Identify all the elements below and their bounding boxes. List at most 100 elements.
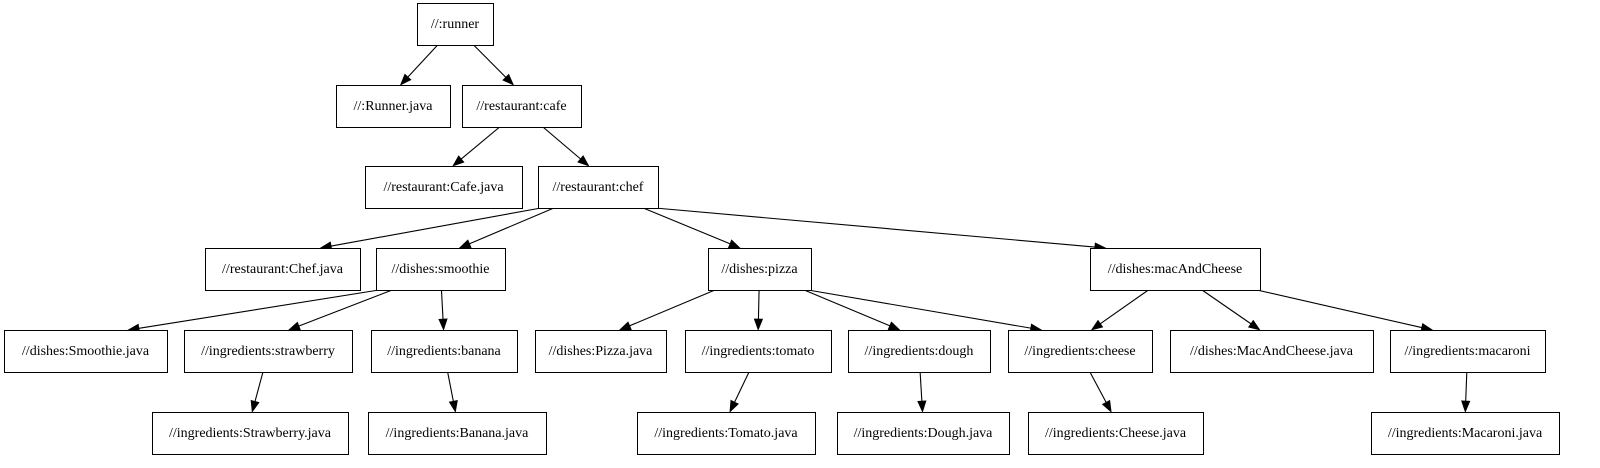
graph-edge (447, 371, 458, 413)
edge-line (407, 44, 439, 78)
graph-node[interactable]: //dishes:MacAndCheese.java (1170, 330, 1374, 373)
edge-line (1100, 289, 1149, 325)
edge-line (469, 207, 555, 245)
edge-line (254, 371, 264, 402)
node-label: //ingredients:strawberry (201, 344, 335, 359)
node-label: //ingredients:macaroni (1405, 344, 1531, 359)
graph-node[interactable]: //ingredients:dough (848, 330, 991, 373)
graph-node[interactable]: //ingredients:cheese (1008, 330, 1153, 373)
graph-node[interactable]: //restaurant:cafe (462, 85, 582, 128)
node-box (848, 330, 991, 373)
node-box (1390, 330, 1546, 373)
graph-node[interactable]: //restaurant:Chef.java (205, 248, 361, 291)
edge-arrowhead (399, 73, 412, 86)
node-box (205, 248, 361, 291)
graph-node[interactable]: //dishes:macAndCheese (1090, 248, 1261, 291)
edge-line (919, 371, 923, 402)
graph-node[interactable]: //dishes:Pizza.java (535, 330, 667, 373)
graph-edge (729, 371, 750, 413)
node-label: //restaurant:cafe (476, 99, 566, 114)
edge-line (643, 207, 731, 245)
edge-line (298, 289, 393, 327)
graph-edge (250, 371, 264, 413)
edge-arrowhead (1101, 399, 1112, 413)
node-box (462, 85, 582, 128)
node-box (184, 330, 353, 373)
graph-node[interactable]: //dishes:pizza (708, 248, 812, 291)
node-label: //dishes:Smoothie.java (22, 344, 150, 359)
node-box (1090, 248, 1261, 291)
edge-line (1089, 371, 1107, 403)
edge-line (1256, 289, 1422, 329)
edge-arrowhead (448, 400, 458, 413)
edge-arrowhead (287, 321, 301, 331)
edge-line (1465, 371, 1468, 402)
graph-node[interactable]: //ingredients:Dough.java (837, 412, 1010, 455)
node-label: //dishes:MacAndCheese.java (1190, 344, 1354, 359)
graph-node[interactable]: //dishes:smoothie (376, 248, 506, 291)
node-label: //dishes:pizza (721, 262, 798, 277)
graph-edge (319, 207, 542, 251)
edge-arrowhead (753, 318, 764, 331)
node-label: //dishes:Pizza.java (549, 344, 654, 359)
edge-line (734, 371, 750, 403)
graph-edge (917, 371, 927, 413)
node-box (708, 248, 812, 291)
node-box (336, 85, 451, 128)
node-box (1371, 412, 1560, 455)
edge-line (803, 289, 890, 327)
edge-line (440, 289, 444, 320)
node-box (1028, 412, 1204, 455)
edge-arrowhead (458, 239, 472, 249)
graph-node[interactable]: //ingredients:tomato (685, 330, 832, 373)
node-label: //ingredients:Banana.java (386, 426, 529, 441)
graph-edge (399, 44, 439, 86)
graph-edge (1461, 371, 1471, 413)
graph-edge (643, 207, 741, 249)
graph-node[interactable]: //ingredients:macaroni (1390, 330, 1546, 373)
node-box (365, 166, 523, 209)
graph-node[interactable]: //restaurant:chef (538, 166, 659, 209)
graph-node[interactable]: //ingredients:banana (371, 330, 518, 373)
graph-node[interactable]: //restaurant:Cafe.java (365, 166, 523, 209)
graph-node[interactable]: //ingredients:strawberry (184, 330, 353, 373)
edge-line (331, 207, 542, 247)
node-label: //dishes:macAndCheese (1108, 262, 1243, 277)
node-label: //ingredients:Cheese.java (1045, 426, 1187, 441)
graph-node[interactable]: //:runner (417, 3, 494, 46)
edge-arrowhead (452, 155, 465, 167)
edge-arrowhead (729, 399, 739, 413)
graph-node[interactable]: //ingredients:Banana.java (368, 412, 547, 455)
edge-line (757, 289, 760, 320)
graph-node[interactable]: //ingredients:Cheese.java (1028, 412, 1204, 455)
edge-line (473, 44, 507, 78)
graph-edge (1090, 289, 1149, 331)
graph-edge (127, 289, 380, 333)
edge-arrowhead (1461, 400, 1471, 413)
node-label: //ingredients:Dough.java (854, 426, 994, 441)
edge-line (654, 207, 1095, 248)
edge-arrowhead (250, 399, 260, 413)
graph-node[interactable]: //ingredients:Strawberry.java (152, 412, 349, 455)
node-box (368, 412, 547, 455)
node-label: //ingredients:cheese (1024, 344, 1135, 359)
edge-line (629, 289, 716, 327)
node-box (538, 166, 659, 209)
edge-arrowhead (1090, 319, 1104, 331)
graph-edge (458, 207, 555, 249)
graph-node[interactable]: //ingredients:Macaroni.java (1371, 412, 1560, 455)
graph-node[interactable]: //dishes:Smoothie.java (4, 330, 168, 373)
node-label: //ingredients:dough (865, 344, 974, 359)
graph-edge (1256, 289, 1434, 333)
node-box (685, 330, 832, 373)
edge-line (138, 289, 380, 329)
edge-arrowhead (438, 318, 448, 331)
graph-node[interactable]: //ingredients:Tomato.java (637, 412, 816, 455)
edge-line (542, 126, 581, 160)
node-label: //dishes:smoothie (392, 262, 490, 277)
edge-arrowhead (727, 239, 741, 249)
graph-node[interactable]: //:Runner.java (336, 85, 451, 128)
edge-arrowhead (502, 73, 515, 86)
graph-edge (1201, 289, 1261, 331)
graph-edge (438, 289, 448, 331)
